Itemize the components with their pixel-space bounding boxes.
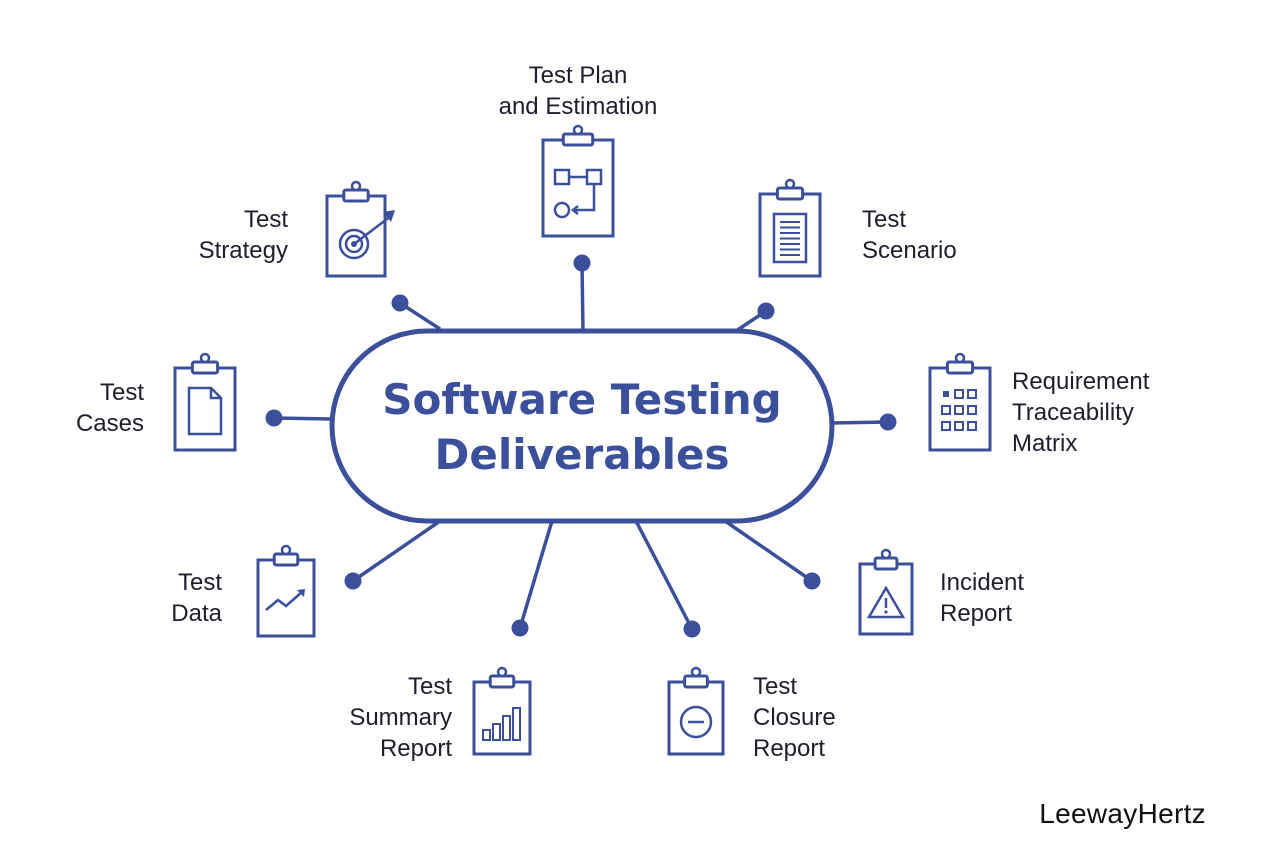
page-clipboard-icon xyxy=(173,352,237,452)
label-line: Test xyxy=(753,673,798,700)
label-test-scenario: Test Scenario xyxy=(862,204,957,266)
label-line: Test xyxy=(862,206,907,233)
label-line: Test Plan xyxy=(528,62,628,89)
label-test-strategy: Test Strategy xyxy=(148,204,288,266)
minus-circle-clipboard-icon xyxy=(667,666,725,756)
connector-rtm xyxy=(831,413,897,431)
connector-test-data xyxy=(344,519,441,590)
label-line: Scenario xyxy=(862,237,957,264)
label-line: Cases xyxy=(75,410,144,437)
center-title-line-2: Deliverables xyxy=(434,430,730,479)
label-line: Test xyxy=(243,206,288,233)
connectors xyxy=(265,254,897,638)
target-clipboard-icon xyxy=(325,180,395,278)
center-pill xyxy=(329,328,835,524)
connector-dot xyxy=(391,294,409,312)
bar-chart-clipboard-icon xyxy=(472,666,532,756)
label-line: Data xyxy=(171,600,222,627)
label-line: Summary xyxy=(349,704,452,731)
connector-line xyxy=(724,519,813,583)
center-title-line-1: Software Testing xyxy=(382,375,782,424)
document-lines-clipboard-icon xyxy=(758,178,822,278)
brand-logo-text: LeewayHertz xyxy=(1039,798,1206,829)
label-line: Incident xyxy=(940,569,1025,596)
label-line: Test xyxy=(99,379,144,406)
label-line: Report xyxy=(753,735,826,762)
connector-dot xyxy=(344,572,362,590)
connector-line xyxy=(831,420,889,425)
label-line: Report xyxy=(379,735,452,762)
connector-dot xyxy=(803,572,821,590)
label-line: Test xyxy=(407,673,452,700)
label-test-closure-report: Test Closure Report xyxy=(753,671,836,764)
label-test-summary-report: Test Summary Report xyxy=(302,671,452,764)
connector-line xyxy=(352,519,441,583)
center-title: Software Testing Deliverables xyxy=(332,372,832,482)
connector-dot xyxy=(573,254,591,272)
connector-test-cases xyxy=(265,409,333,427)
label-test-plan: Test Plan and Estimation xyxy=(478,60,678,122)
flowchart-clipboard-icon xyxy=(541,124,615,238)
connector-dot xyxy=(265,409,283,427)
connector-line xyxy=(580,262,585,332)
connector-line xyxy=(518,520,554,629)
connector-test-strategy xyxy=(391,294,441,331)
label-line: Requirement xyxy=(1012,368,1150,395)
connector-test-closure-report xyxy=(634,520,701,638)
label-test-data: Test Data xyxy=(122,567,222,629)
connector-dot xyxy=(511,619,529,637)
label-line: Report xyxy=(940,600,1013,627)
connector-dot xyxy=(879,413,897,431)
label-test-cases: Test Cases xyxy=(44,377,144,439)
connector-line xyxy=(634,520,694,630)
connector-incident-report xyxy=(724,519,821,590)
label-line: Traceability xyxy=(1012,399,1134,426)
warning-triangle-clipboard-icon xyxy=(858,548,914,636)
connector-dot xyxy=(757,302,775,320)
label-line: Strategy xyxy=(198,237,288,264)
connector-test-summary-report xyxy=(511,520,554,637)
label-line: and Estimation xyxy=(498,93,658,120)
label-rtm: Requirement Traceability Matrix xyxy=(1012,366,1149,459)
trend-arrow-clipboard-icon xyxy=(256,544,316,638)
connector-test-scenario xyxy=(735,302,775,333)
label-line: Matrix xyxy=(1012,430,1078,457)
connector-dot xyxy=(683,620,701,638)
label-line: Test xyxy=(177,569,222,596)
icons xyxy=(173,124,992,756)
connector-test-plan xyxy=(573,254,591,332)
label-incident-report: Incident Report xyxy=(940,567,1024,629)
label-line: Closure xyxy=(753,704,836,731)
connector-line xyxy=(273,416,333,421)
grid-matrix-clipboard-icon xyxy=(928,352,992,452)
